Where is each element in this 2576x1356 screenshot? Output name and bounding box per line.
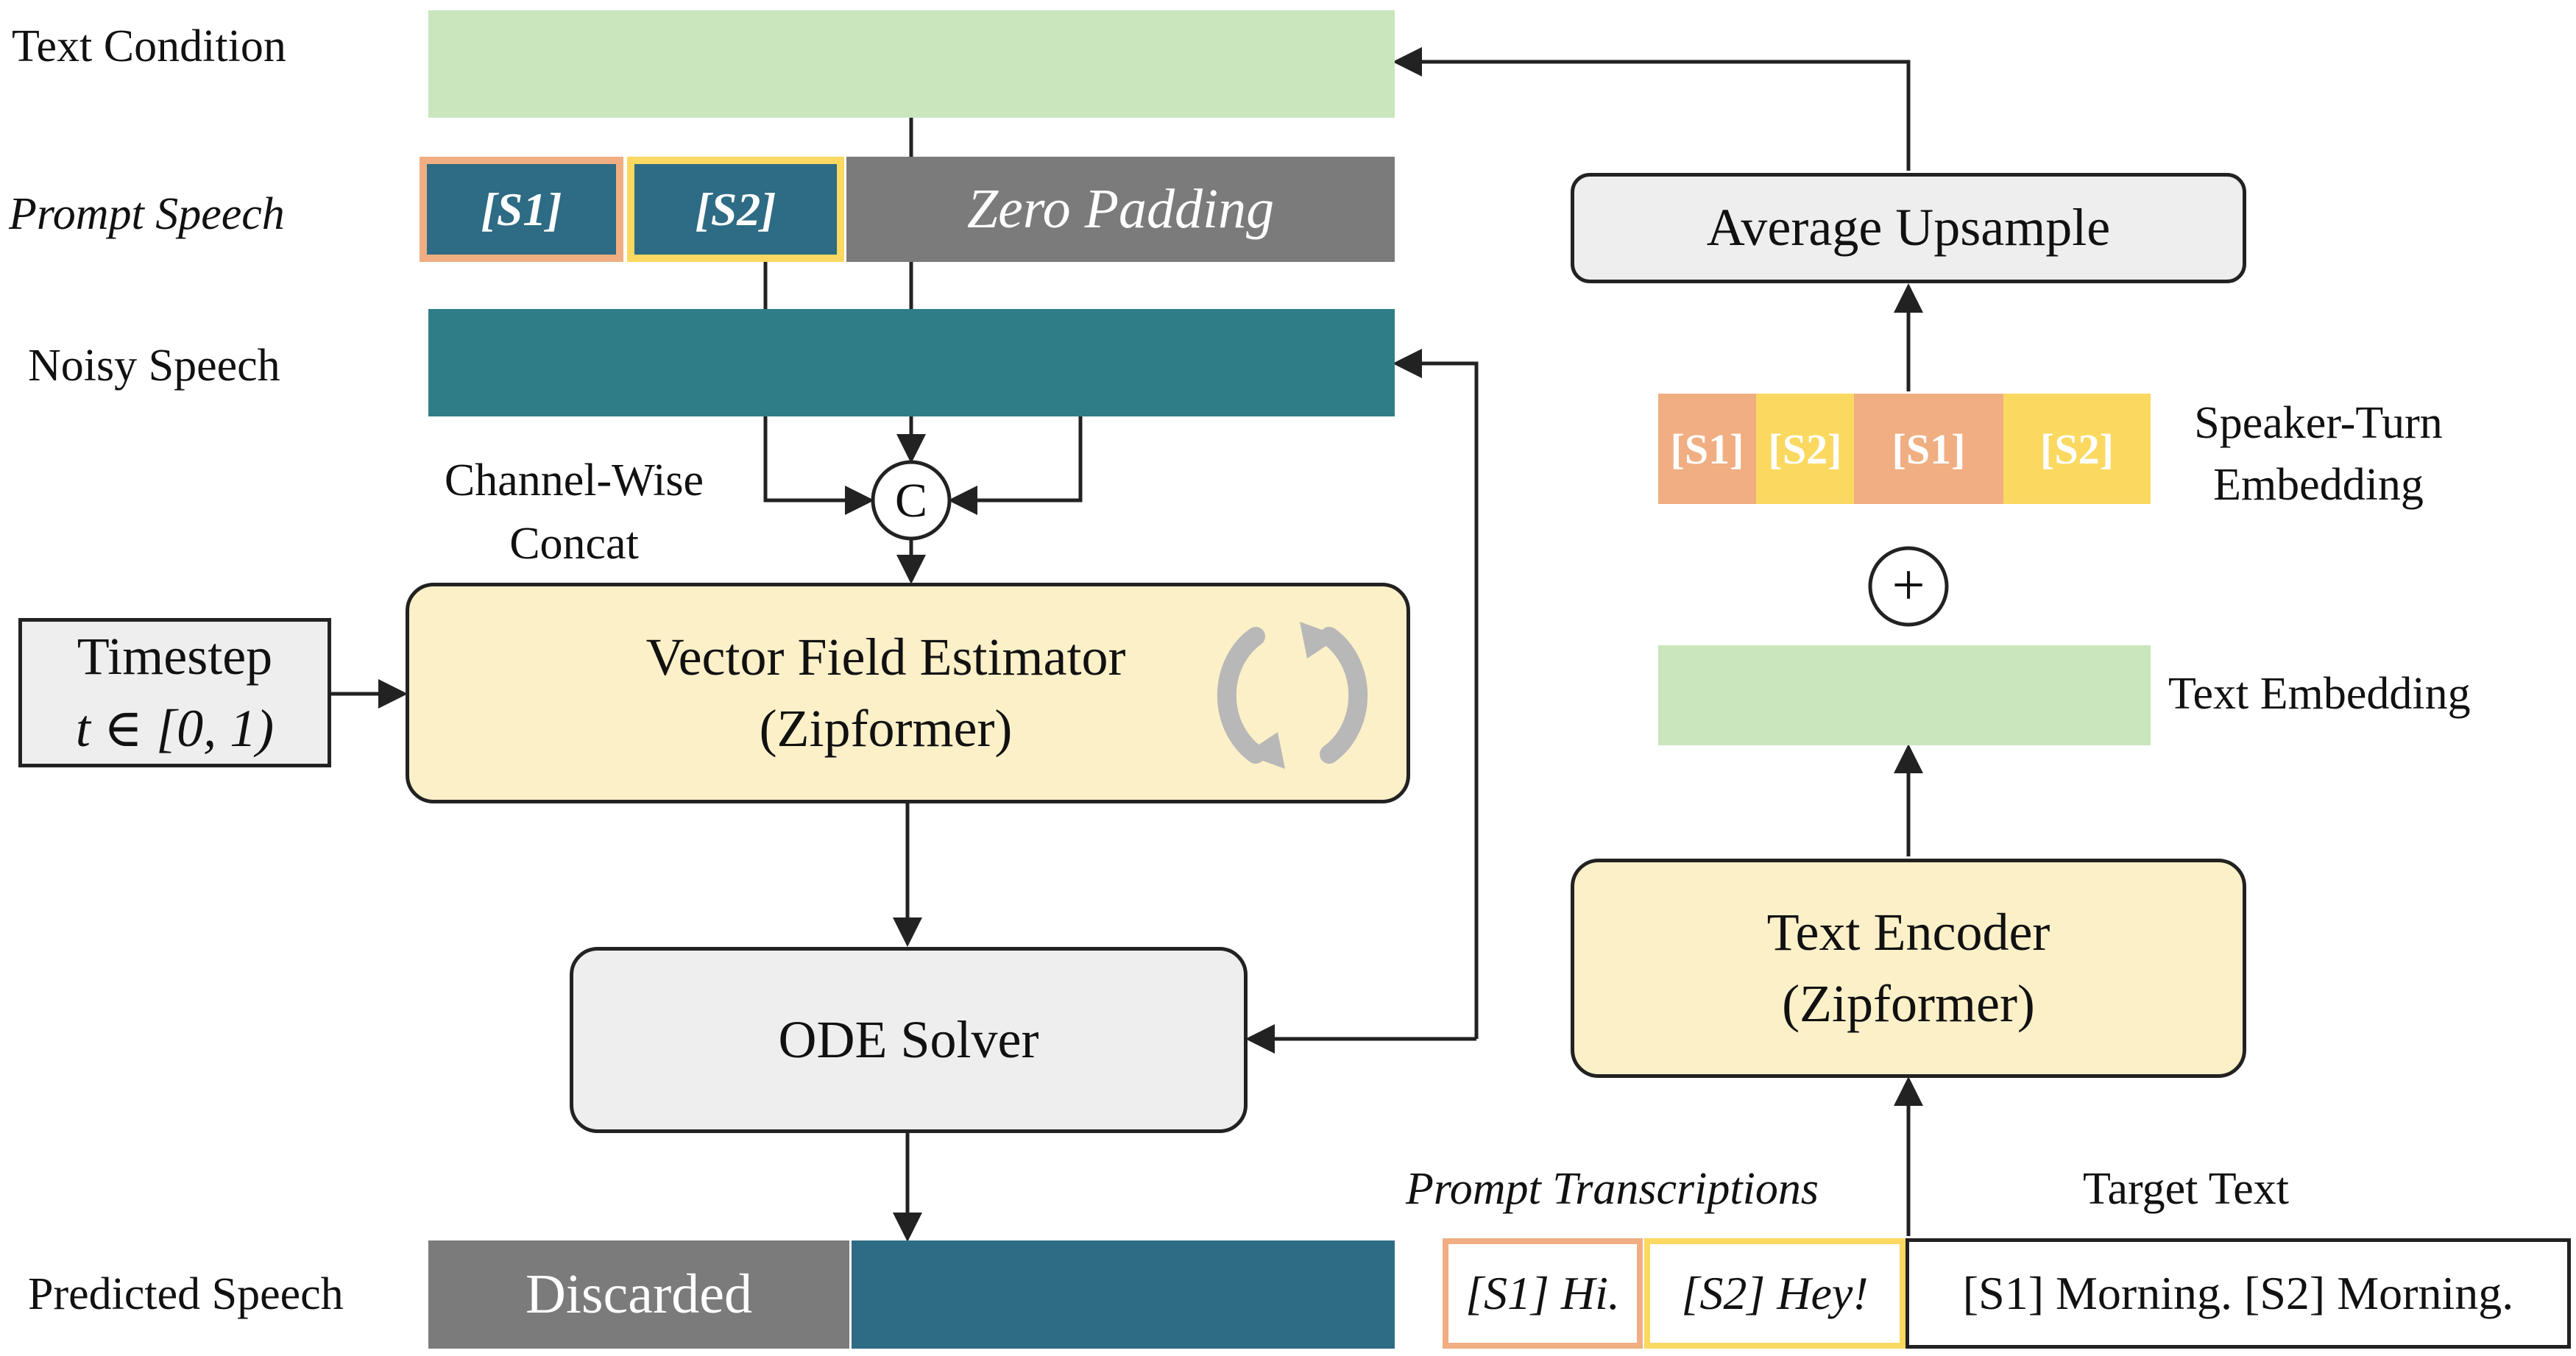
channel-wise-label-line1: Channel-Wise: [444, 455, 704, 505]
discarded-label: Discarded: [525, 1263, 753, 1325]
arrow-left-to-concat: [763, 416, 874, 515]
arrow-ode-feedback: [1393, 349, 1479, 1039]
speaker-token-4: [S2]: [2003, 394, 2151, 504]
speaker-token-3: [S1]: [1854, 394, 2003, 504]
channel-wise-label-line2: Concat: [509, 519, 639, 569]
zero-padding-segment: Zero Padding: [846, 157, 1395, 262]
text-condition-bar: [428, 10, 1395, 118]
prompt-transcriptions-label: Prompt Transcriptions: [1406, 1164, 1819, 1214]
text-encoder-subtitle: (Zipformer): [1782, 974, 2035, 1033]
plus-symbol: +: [1892, 553, 1925, 618]
speaker-token-4-label: [S2]: [2040, 425, 2114, 473]
ode-solver-label: ODE Solver: [778, 1009, 1039, 1069]
target-text-box: [S1] Morning. [S2] Morning.: [1906, 1238, 2571, 1349]
timestep-label: Timestep: [77, 627, 273, 686]
vector-field-title: Vector Field Estimator: [645, 627, 1126, 686]
text-encoder-title: Text Encoder: [1766, 902, 2050, 962]
predicted-speech-label: Predicted Speech: [28, 1269, 344, 1319]
prompt-speech-s2-segment: [S2]: [627, 157, 844, 262]
speaker-turn-label-line2: Embedding: [2213, 460, 2424, 510]
arrow-right-to-concat: [948, 416, 1083, 515]
timestep-box: Timestep t ∈ [0, 1): [18, 618, 331, 767]
text-embedding-bar: [1658, 645, 2151, 745]
transcription-s1-text: [S1] Hi.: [1465, 1267, 1620, 1319]
prompt-speech-s1-label: [S1]: [481, 182, 562, 235]
text-embedding-label: Text Embedding: [2168, 669, 2471, 719]
average-upsample-block: Average Upsample: [1571, 173, 2246, 283]
arrow-upsample-to-condition: [1393, 47, 1911, 171]
timestep-range: t ∈ [0, 1): [75, 698, 275, 758]
vector-field-estimator-block: Vector Field Estimator (Zipformer): [406, 583, 1410, 803]
noisy-speech-bar: [428, 309, 1395, 416]
target-text-label: Target Text: [2083, 1164, 2289, 1214]
prompt-speech-label: Prompt Speech: [9, 189, 285, 239]
ode-solver-block: ODE Solver: [570, 947, 1248, 1133]
prompt-speech-s2-label: [S2]: [695, 182, 776, 235]
zero-padding-label: Zero Padding: [966, 178, 1275, 240]
transcription-s2-text: [S2] Hey!: [1681, 1267, 1869, 1319]
text-condition-label: Text Condition: [12, 21, 286, 71]
discarded-segment: Discarded: [428, 1240, 849, 1349]
concat-circle: [871, 460, 952, 541]
transcription-s1-box: [S1] Hi.: [1443, 1238, 1643, 1349]
vector-field-subtitle: (Zipformer): [759, 699, 1013, 758]
predicted-speech-spectrogram: [852, 1240, 1395, 1349]
prompt-speech-s1-segment: [S1]: [420, 157, 623, 262]
concat-symbol: C: [894, 474, 928, 528]
speaker-token-2: [S2]: [1756, 394, 1854, 504]
noisy-speech-label: Noisy Speech: [28, 341, 280, 391]
speaker-token-1-label: [S1]: [1670, 425, 1744, 473]
speaker-token-1: [S1]: [1658, 394, 1756, 504]
transcription-s2-box: [S2] Hey!: [1644, 1238, 1906, 1349]
refresh-cycle-icon: [1217, 622, 1368, 769]
text-encoder-block: Text Encoder (Zipformer): [1571, 859, 2246, 1078]
plus-circle: [1868, 546, 1949, 627]
average-upsample-label: Average Upsample: [1706, 198, 2111, 258]
target-text-value: [S1] Morning. [S2] Morning.: [1962, 1267, 2514, 1319]
speaker-token-2-label: [S2]: [1768, 425, 1842, 473]
speaker-turn-label-line1: Speaker-Turn: [2194, 398, 2443, 448]
speaker-token-3-label: [S1]: [1892, 425, 1966, 473]
